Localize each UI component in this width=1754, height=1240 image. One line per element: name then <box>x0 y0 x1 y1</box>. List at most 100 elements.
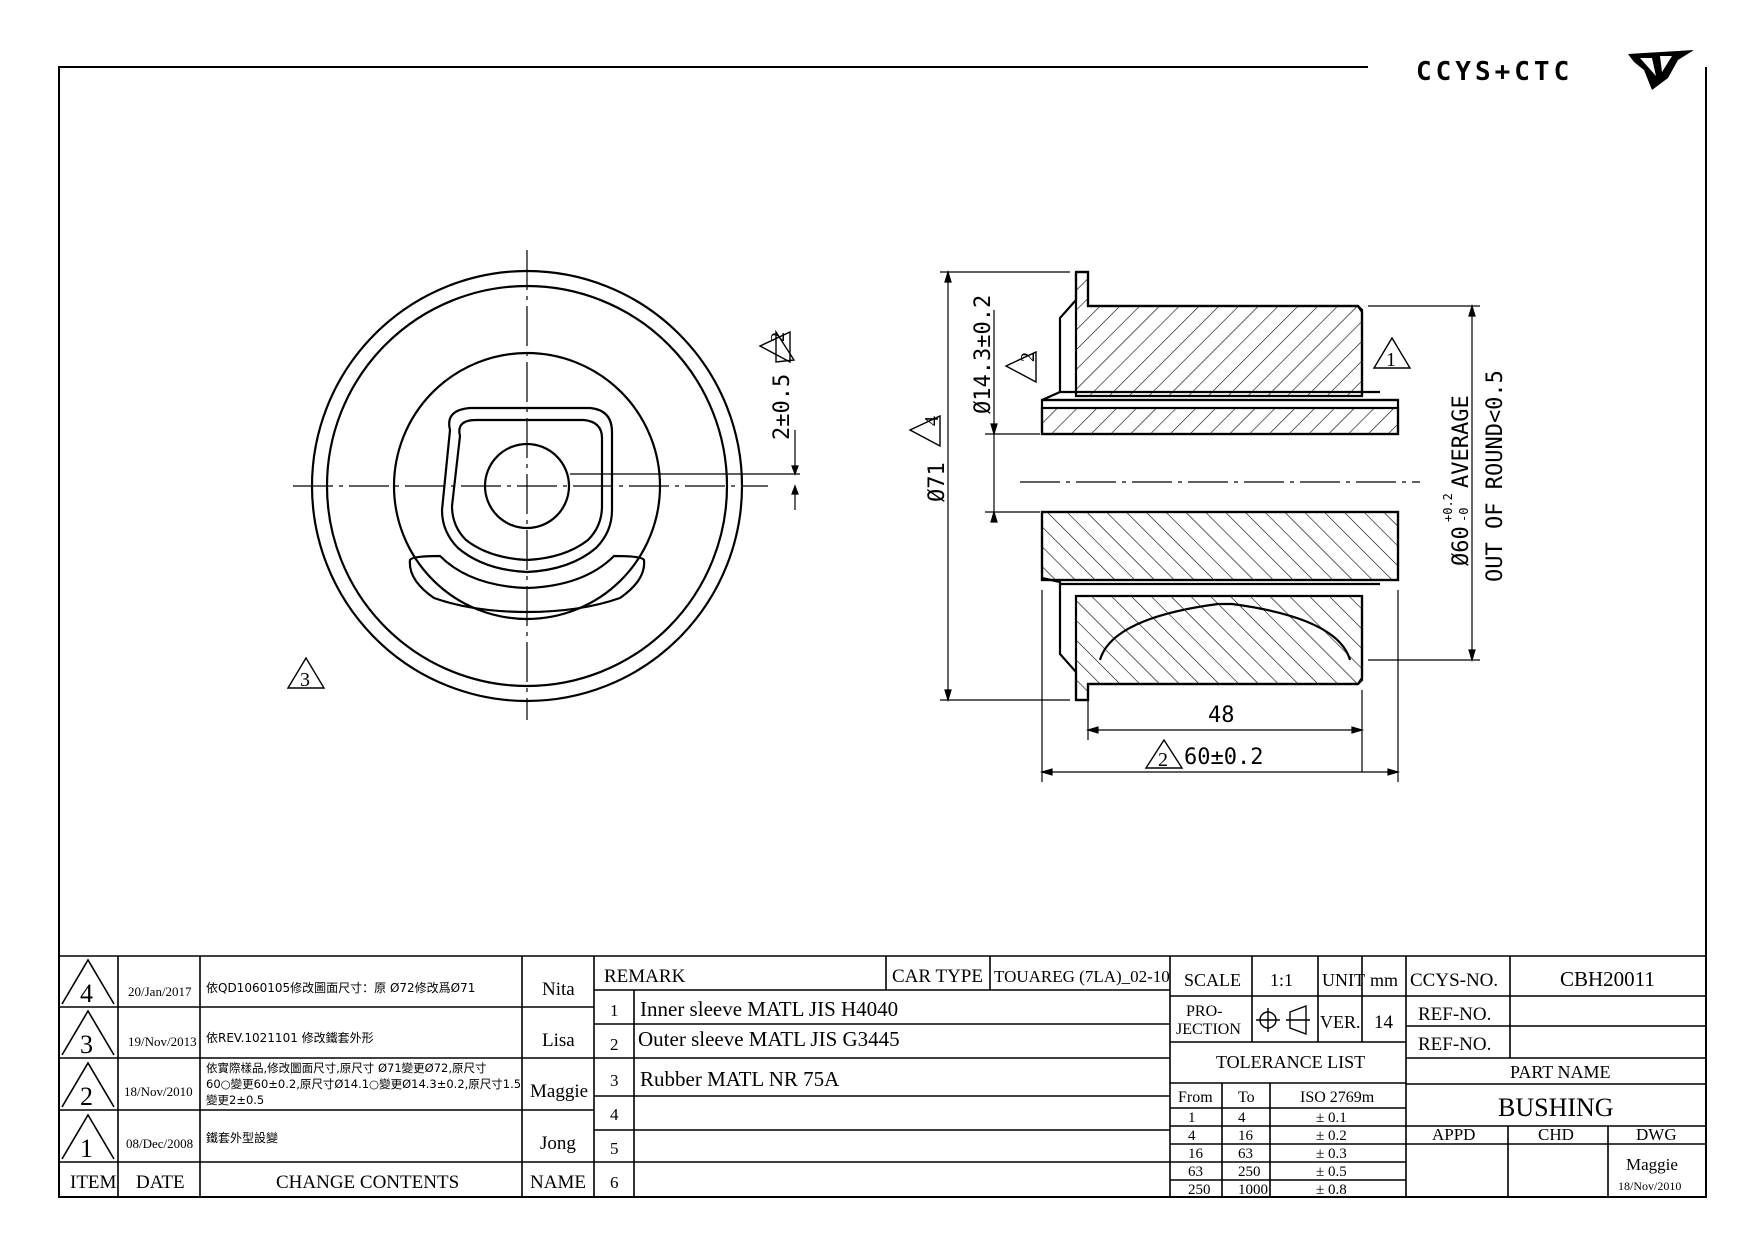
tolerance-to: 1000 <box>1238 1182 1268 1198</box>
revision-change: 依REV.1021101 修改鐵套外形 <box>206 1030 374 1045</box>
revision-header-name: NAME <box>530 1172 586 1193</box>
revision-header-date: DATE <box>136 1172 185 1193</box>
appd-label: APPD <box>1432 1125 1475 1144</box>
side-dim-outer-label: Ø71 <box>925 462 950 502</box>
part-name-value: BUSHING <box>1498 1093 1614 1122</box>
side-dim-avg-tol-minus: -0 <box>1457 508 1471 522</box>
side-dim-avg-tol-plus: +0.2 <box>1441 493 1455 522</box>
revision-change-line: 60○變更60±0.2,原尺寸Ø14.1○變更Ø14.3±0.2,原尺寸1.5 <box>206 1077 521 1091</box>
side-dim-round-label: OUT OF ROUND<0.5 <box>1483 370 1508 582</box>
projection-label-1: PRO- <box>1186 1003 1222 1020</box>
chd-label: CHD <box>1538 1125 1574 1144</box>
ccys-value: CBH20011 <box>1560 967 1655 991</box>
side-dim-avg-text: AVERAGE <box>1449 395 1474 488</box>
revision-date: 20/Jan/2017 <box>128 984 192 999</box>
side-badge-2b: 2 <box>1144 738 1184 771</box>
remark-no: 6 <box>610 1173 619 1192</box>
car-type-label: CAR TYPE <box>892 966 983 987</box>
side-badge-4-label: 4 <box>921 416 943 426</box>
tolerance-to: 63 <box>1238 1146 1253 1162</box>
third-angle-projection-icon <box>1256 1004 1310 1036</box>
part-name-label: PART NAME <box>1510 1062 1610 1082</box>
side-badge-4: 4 <box>908 414 943 448</box>
company-logo: CCYS+CTC <box>1416 50 1694 90</box>
remark-no: 5 <box>610 1139 619 1158</box>
revision-item: 4 <box>80 979 93 1008</box>
revision-change: 依QD1060105修改圖面尺寸：原 Ø72修改爲Ø71 <box>206 980 475 995</box>
revision-name: Maggie <box>530 1081 588 1102</box>
ref-label-2: REF-NO. <box>1418 1034 1491 1055</box>
revision-change: 鐵套外型設變 <box>206 1130 278 1145</box>
front-badge-2: 2 <box>758 329 796 364</box>
scale-value: 1:1 <box>1270 970 1293 990</box>
revision-table: 4 3 2 1 20/Jan/2017 19/Nov/2013 18/Nov/2… <box>70 979 588 1193</box>
remark-text: Outer sleeve MATL JIS G3445 <box>638 1027 900 1051</box>
revision-item-triangles <box>61 958 115 1160</box>
tolerance-from: 1 <box>1188 1110 1196 1126</box>
tolerance-value: ± 0.1 <box>1316 1110 1347 1126</box>
remarks-table: REMARK CAR TYPE TOUAREG (7LA)_02-10 1 In… <box>604 966 1170 1192</box>
remark-no: 1 <box>610 1001 619 1020</box>
ccys-label: CCYS-NO. <box>1410 970 1498 991</box>
revision-item: 3 <box>80 1030 93 1059</box>
tolerance-from: 250 <box>1188 1182 1211 1198</box>
side-dim-avg-diam-label: Ø60 <box>1449 526 1474 566</box>
remark-header: REMARK <box>604 966 686 987</box>
revision-item: 2 <box>80 1082 93 1111</box>
remark-text: Inner sleeve MATL JIS H4040 <box>640 997 898 1021</box>
tolerance-value: ± 0.3 <box>1316 1146 1347 1162</box>
ver-label: VER. <box>1320 1012 1361 1032</box>
front-dim-offset-label: 2±0.5 <box>770 374 795 440</box>
scale-label: SCALE <box>1184 970 1241 990</box>
tolerance-value: ± 0.2 <box>1316 1128 1347 1144</box>
side-badge-2b-label: 2 <box>1158 749 1168 771</box>
side-badge-1: 1 <box>1372 336 1412 371</box>
remark-no: 4 <box>610 1105 619 1124</box>
tolerance-to: 16 <box>1238 1128 1254 1144</box>
revision-name: Lisa <box>542 1030 575 1051</box>
tolerance-list: TOLERANCE LIST From To ISO 2769m <box>1178 1052 1375 1106</box>
ref-label-1: REF-NO. <box>1418 1004 1491 1025</box>
tolerance-header-iso: ISO 2769m <box>1300 1089 1375 1106</box>
revision-change-line: 依實際樣品,修改圖面尺寸,原尺寸 Ø71變更Ø72,原尺寸 <box>206 1061 487 1075</box>
tolerance-from: 16 <box>1188 1146 1204 1162</box>
dwg-label: DWG <box>1636 1125 1677 1144</box>
revision-date: 08/Dec/2008 <box>126 1136 193 1151</box>
side-badge-1-label: 1 <box>1386 349 1396 371</box>
car-type-value: TOUAREG (7LA)_02-10 <box>994 967 1170 986</box>
revision-item: 1 <box>80 1134 93 1163</box>
revision-date: 18/Nov/2010 <box>124 1084 193 1099</box>
part-info: CCYS-NO. CBH20011 REF-NO. REF-NO. PART N… <box>1410 967 1681 1193</box>
sheet-border <box>58 66 1707 1198</box>
tolerance-header-to: To <box>1238 1089 1255 1106</box>
remark-text: Rubber MATL NR 75A <box>640 1067 840 1091</box>
side-dim-60-label: 60±0.2 <box>1184 745 1263 770</box>
revision-date: 19/Nov/2013 <box>128 1034 197 1049</box>
side-badge-2a: 2 <box>1004 350 1039 384</box>
side-view <box>1020 270 1420 702</box>
tolerance-header-from: From <box>1178 1089 1213 1106</box>
front-badge-3-label: 3 <box>300 669 310 691</box>
tolerance-value: ± 0.5 <box>1316 1164 1347 1180</box>
front-centerlines <box>293 250 768 720</box>
revision-name: Jong <box>540 1133 576 1154</box>
side-dim-48-label: 48 <box>1208 703 1235 728</box>
projection-label-2: JECTION <box>1176 1021 1241 1038</box>
unit-label: UNIT <box>1322 970 1365 990</box>
remark-no: 2 <box>610 1035 619 1054</box>
tolerance-value: ± 0.8 <box>1316 1182 1347 1198</box>
tolerance-from: 63 <box>1188 1164 1203 1180</box>
revision-header-change: CHANGE CONTENTS <box>276 1172 459 1193</box>
revision-change-line: 變更2±0.5 <box>206 1093 264 1107</box>
tolerance-from: 4 <box>1188 1128 1196 1144</box>
tolerance-title: TOLERANCE LIST <box>1216 1052 1365 1072</box>
side-dimensions <box>940 269 1480 782</box>
side-dim-inner-label: Ø14.3±0.2 <box>971 295 996 414</box>
revision-header-item: ITEM <box>70 1172 117 1193</box>
front-badge-3: 3 <box>286 656 326 691</box>
tolerance-to: 250 <box>1238 1164 1261 1180</box>
logo-text: CCYS+CTC <box>1416 57 1573 87</box>
dwg-date: 18/Nov/2010 <box>1618 1179 1681 1193</box>
